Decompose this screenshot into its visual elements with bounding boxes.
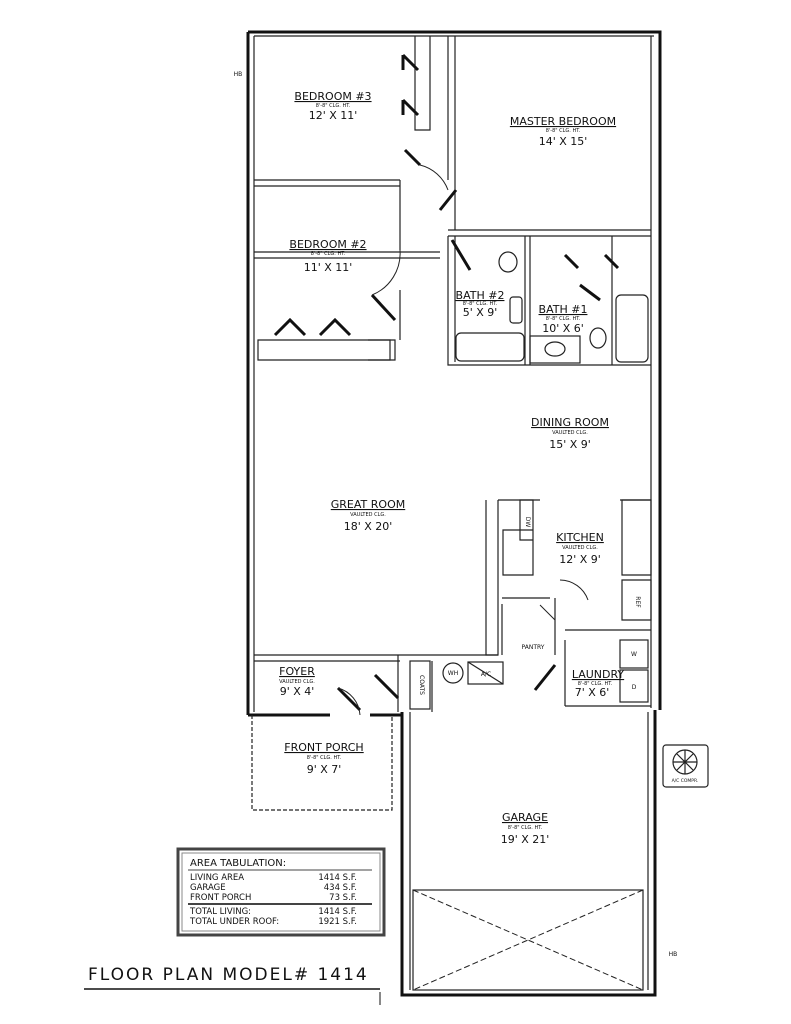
room-master-bedroom: MASTER BEDROOM 8'-8" CLG. HT. 14' X 15' bbox=[510, 115, 616, 148]
room-name: BEDROOM #2 bbox=[289, 238, 366, 251]
coats-label: COATS bbox=[418, 675, 425, 695]
room-size: 7' X 6' bbox=[575, 686, 610, 699]
hose-bib-label: HB bbox=[669, 951, 678, 958]
room-name: BATH #2 bbox=[456, 289, 505, 302]
room-note: 8'-8" CLG. HT. bbox=[546, 128, 581, 134]
room-name: LAUNDRY bbox=[572, 668, 625, 681]
ac-unit bbox=[467, 661, 504, 685]
total-value: 1921 S.F. bbox=[318, 917, 357, 927]
room-size: 14' X 15' bbox=[539, 135, 588, 148]
room-great-room: GREAT ROOM VAULTED CLG. 18' X 20' bbox=[331, 498, 405, 533]
garage-door bbox=[412, 889, 644, 991]
water-heater-label: WH bbox=[448, 670, 458, 677]
room-name: GARAGE bbox=[502, 811, 548, 824]
room-note: 8'-8" CLG. HT. bbox=[311, 251, 346, 257]
room-name: BATH #1 bbox=[539, 303, 588, 316]
area-value: 1414 S.F. bbox=[318, 873, 357, 883]
plan-title: FLOOR PLAN MODEL# 1414 bbox=[88, 965, 369, 985]
room-size: 19' X 21' bbox=[501, 833, 550, 846]
dishwasher-label: DW bbox=[524, 517, 531, 528]
room-size: 10' X 6' bbox=[542, 322, 584, 335]
laundry-washer bbox=[619, 639, 649, 669]
refrigerator-label: REF bbox=[634, 596, 641, 608]
water-heater bbox=[442, 662, 464, 684]
room-dining: DINING ROOM VAULTED CLG. 15' X 9' bbox=[531, 416, 609, 451]
ac-compressor bbox=[662, 744, 709, 788]
total-label: TOTAL UNDER ROOF: bbox=[189, 917, 279, 927]
room-pantry: PANTRY bbox=[522, 644, 545, 651]
room-bath1: BATH #1 8'-8" CLG. HT. 10' X 6' bbox=[539, 303, 588, 335]
room-size: 12' X 9' bbox=[559, 553, 601, 566]
room-note: VAULTED CLG. bbox=[350, 512, 386, 518]
room-name: KITCHEN bbox=[556, 531, 604, 544]
room-name: DINING ROOM bbox=[531, 416, 609, 429]
ac-compressor-label: A/C COMPR. bbox=[672, 778, 699, 784]
bath-fixtures bbox=[455, 251, 649, 364]
total-value: 1414 S.F. bbox=[318, 907, 357, 917]
room-note: VAULTED CLG. bbox=[552, 430, 588, 436]
room-name: MASTER BEDROOM bbox=[510, 115, 616, 128]
room-note: VAULTED CLG. bbox=[279, 679, 315, 685]
room-note: 8'-8" CLG. HT. bbox=[508, 825, 543, 831]
coats-closet bbox=[409, 660, 431, 710]
room-size: 15' X 9' bbox=[549, 438, 591, 451]
washer-label: W bbox=[631, 651, 637, 658]
room-size: 18' X 20' bbox=[344, 520, 393, 533]
room-note: 8'-8" CLG. HT. bbox=[578, 681, 613, 687]
room-size: 9' X 7' bbox=[307, 763, 342, 776]
porch-outline bbox=[251, 715, 393, 811]
room-size: 9' X 4' bbox=[280, 685, 315, 698]
room-bath2: BATH #2 8'-8" CLG. HT. 5' X 9' bbox=[456, 289, 505, 319]
room-note: 8'-8" CLG. HT. bbox=[463, 301, 498, 307]
room-bedroom3: BEDROOM #3 8'-8" CLG. HT. 12' X 11' bbox=[294, 90, 371, 122]
room-name: GREAT ROOM bbox=[331, 498, 405, 511]
total-label: TOTAL LIVING: bbox=[189, 907, 251, 917]
room-laundry: LAUNDRY 8'-8" CLG. HT. 7' X 6' bbox=[572, 668, 625, 699]
room-note: VAULTED CLG. bbox=[562, 545, 598, 551]
room-name: FOYER bbox=[279, 665, 315, 678]
area-value: 434 S.F. bbox=[324, 883, 357, 893]
interior-walls bbox=[254, 36, 652, 712]
area-value: 73 S.F. bbox=[329, 893, 357, 903]
room-front-porch: FRONT PORCH 8'-8" CLG. HT. 9' X 7' bbox=[284, 741, 363, 776]
dryer-label: D bbox=[632, 684, 637, 691]
room-name: FRONT PORCH bbox=[284, 741, 363, 754]
area-label: GARAGE bbox=[190, 883, 226, 893]
room-size: 5' X 9' bbox=[463, 306, 498, 319]
hose-bib-label: HB bbox=[234, 71, 243, 78]
room-kitchen: KITCHEN VAULTED CLG. 12' X 9' bbox=[556, 531, 604, 566]
room-note: 8'-8" CLG. HT. bbox=[546, 316, 581, 322]
exterior-walls bbox=[246, 30, 662, 997]
room-size: 11' X 11' bbox=[304, 261, 353, 274]
room-note: 8'-8" CLG. HT. bbox=[316, 103, 351, 109]
room-size: 12' X 11' bbox=[309, 109, 358, 122]
area-label: LIVING AREA bbox=[190, 873, 244, 883]
ac-label: A/C bbox=[481, 671, 491, 678]
room-note: 8'-8" CLG. HT. bbox=[307, 755, 342, 761]
room-name: BEDROOM #3 bbox=[294, 90, 371, 103]
area-tabulation-table: AREA TABULATION: LIVING AREA 1414 S.F. G… bbox=[176, 847, 386, 937]
room-foyer: FOYER VAULTED CLG. 9' X 4' bbox=[279, 665, 315, 698]
area-heading: AREA TABULATION: bbox=[190, 858, 286, 869]
room-bedroom2: BEDROOM #2 8'-8" CLG. HT. 11' X 11' bbox=[289, 238, 366, 274]
room-garage: GARAGE 8'-8" CLG. HT. 19' X 21' bbox=[501, 811, 550, 846]
doors bbox=[273, 53, 620, 716]
laundry-dryer bbox=[619, 669, 649, 703]
area-label: FRONT PORCH bbox=[190, 893, 251, 903]
